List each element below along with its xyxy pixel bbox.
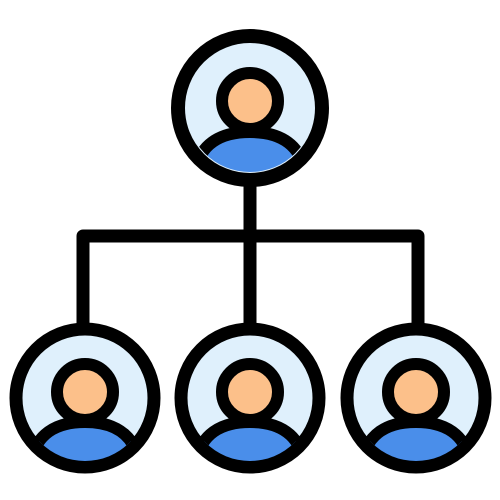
hierarchy-connector-lines (76, 171, 425, 337)
horizontal-branch-line (76, 229, 425, 337)
right-person-head (382, 358, 450, 426)
middle-person-head (216, 358, 284, 426)
top-person-head (216, 67, 284, 135)
top-manager-avatar-icon (171, 29, 329, 187)
left-person-head (51, 358, 119, 426)
right-team-member-avatar-icon (340, 322, 492, 474)
middle-team-member-avatar-icon (174, 322, 326, 474)
left-team-member-avatar-icon (9, 322, 161, 474)
